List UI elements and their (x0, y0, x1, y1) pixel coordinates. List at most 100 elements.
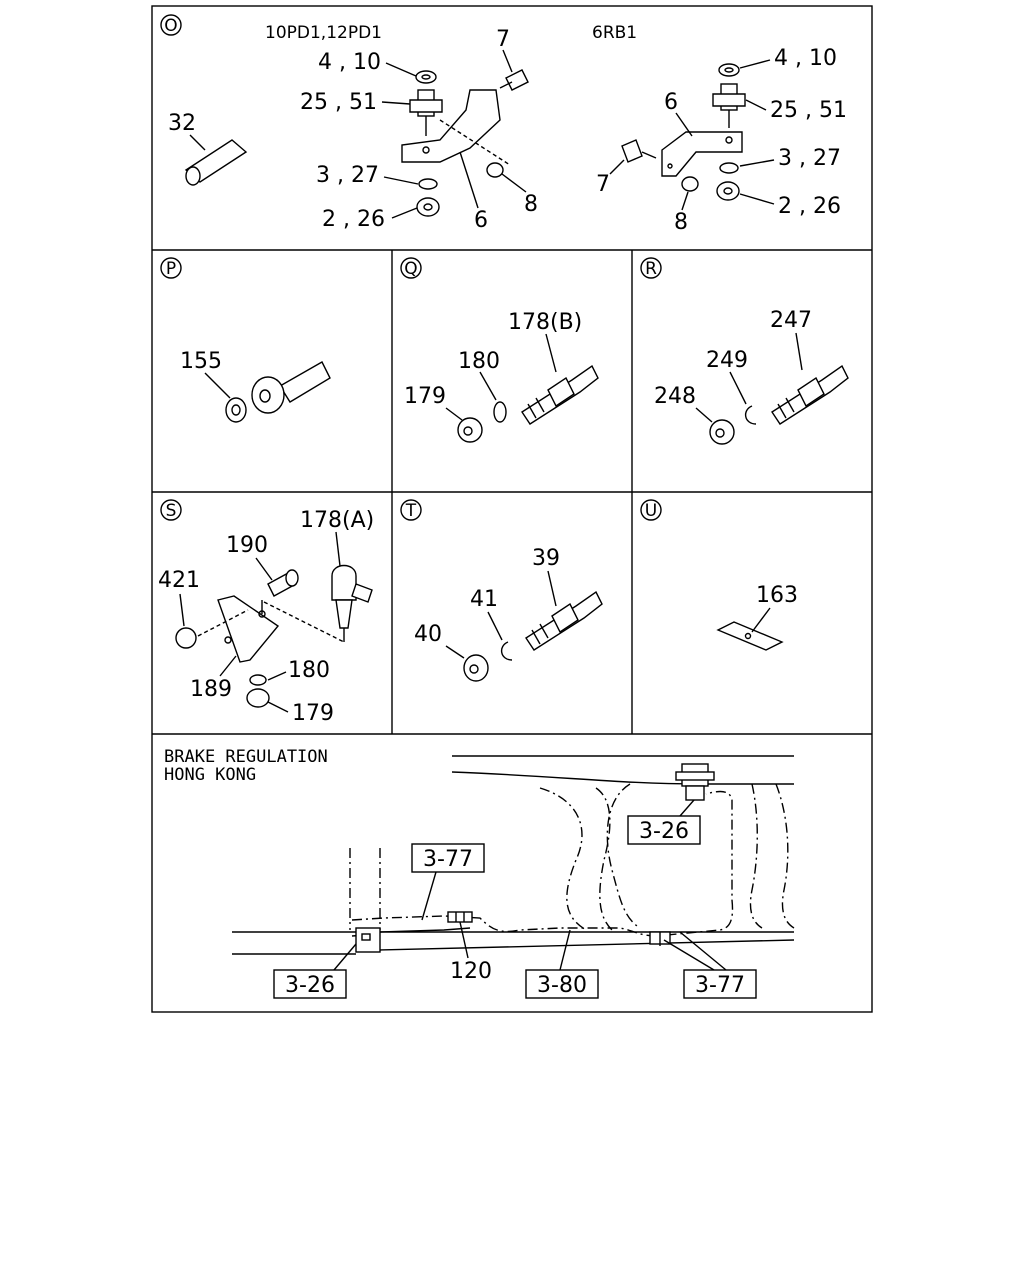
nut-179-s (246, 688, 270, 708)
clip-41 (501, 641, 513, 661)
svg-text:Q: Q (404, 259, 417, 279)
brake-title-line1: BRAKE REGULATION (164, 747, 328, 767)
label-4-10-left: 4 , 10 (318, 50, 381, 75)
label-32: 32 (168, 111, 196, 136)
label-3-27-left: 3 , 27 (316, 163, 379, 188)
svg-text:3-77: 3-77 (695, 973, 745, 998)
bracket-189 (217, 595, 280, 663)
svg-text:U: U (645, 501, 657, 521)
panel-letter-p: P (160, 257, 182, 279)
brake-title-line2: HONG KONG (164, 765, 256, 785)
label-179-s: 179 (292, 701, 334, 726)
tee-joint (649, 931, 671, 946)
label-40: 40 (414, 622, 442, 647)
ref-box-3-80: 3-80 (525, 929, 599, 999)
panel-t: T 39 41 40 (400, 499, 603, 682)
svg-text:3-26: 3-26 (285, 973, 335, 998)
label-25-51-right: 25 , 51 (770, 98, 847, 123)
connector-247 (771, 364, 849, 425)
label-39: 39 (532, 546, 560, 571)
model-label-right: 6RB1 (592, 23, 637, 43)
label-163: 163 (756, 583, 798, 608)
washer-180-s (249, 674, 267, 686)
panel-letter-r: R (640, 257, 662, 279)
fitting-25-51-right (712, 83, 746, 128)
nut-2-26-left (416, 197, 440, 217)
panel-brake-regulation: BRAKE REGULATION HONG KONG (164, 747, 795, 999)
panel-r: R 247 249 248 (640, 257, 849, 445)
svg-text:3-77: 3-77 (423, 847, 473, 872)
label-180: 180 (458, 349, 500, 374)
label-180-s: 180 (288, 658, 330, 683)
label-178a: 178(A) (300, 508, 374, 533)
nut-8-right (681, 176, 699, 192)
panel-letter-q: Q (400, 257, 422, 279)
valve-upper (675, 763, 715, 801)
nut-248 (709, 419, 735, 445)
pipe-32 (184, 139, 248, 186)
svg-text:3-26: 3-26 (639, 819, 689, 844)
ref-box-3-77-lower: 3-77 (663, 931, 757, 999)
washer-4-10-right (718, 63, 740, 77)
panel-s: S 178(A) 190 421 180 189 (158, 499, 374, 726)
bracket-6-left (401, 89, 511, 166)
label-120: 120 (450, 959, 492, 984)
panel-letter-o: O (160, 14, 182, 36)
label-178b: 178(B) (508, 310, 582, 335)
label-7-left: 7 (496, 27, 510, 52)
panel-grid (151, 5, 873, 1013)
bracket-6-right (661, 131, 743, 177)
fitting-190 (267, 569, 299, 597)
svg-text:S: S (166, 501, 177, 521)
label-8-left: 8 (524, 192, 538, 217)
nut-8-left (486, 162, 504, 178)
svg-text:T: T (405, 501, 417, 521)
label-2-26-left: 2 , 26 (322, 207, 385, 232)
nut-40 (463, 654, 489, 682)
plate-163 (716, 621, 784, 651)
panel-q: Q 178(B) 180 179 (400, 257, 599, 443)
label-8-right: 8 (674, 210, 688, 235)
washer-180 (493, 401, 507, 423)
bolt-7-right (621, 139, 657, 163)
panel-o: O 10PD1,12PD1 6RB1 7 4 , 10 (160, 14, 847, 235)
label-6-right: 6 (664, 90, 678, 115)
label-189: 189 (190, 677, 232, 702)
panel-u: U 163 (640, 499, 798, 651)
label-155: 155 (180, 349, 222, 374)
washer-4-10-left (415, 70, 437, 84)
ref-box-3-26-lower: 3-26 (273, 943, 357, 999)
label-4-10-right: 4 , 10 (774, 46, 837, 71)
tee-178a (331, 564, 373, 642)
washer-155 (225, 397, 247, 423)
label-41: 41 (470, 587, 498, 612)
label-421: 421 (158, 568, 200, 593)
label-190: 190 (226, 533, 268, 558)
bolt-7-left (499, 69, 529, 91)
washer-3-27-left (418, 178, 438, 190)
panel-p: P 155 (160, 257, 331, 423)
label-179: 179 (404, 384, 446, 409)
model-label-left: 10PD1,12PD1 (265, 23, 382, 43)
valve-lower-left (355, 927, 381, 953)
panel-letter-t: T (400, 499, 422, 521)
panel-letter-s: S (160, 499, 182, 521)
chassis-frame (232, 755, 795, 955)
joint-120 (447, 911, 473, 923)
panel-letter-u: U (640, 499, 662, 521)
label-3-27-right: 3 , 27 (778, 146, 841, 171)
label-2-26-right: 2 , 26 (778, 194, 841, 219)
nut-421 (175, 627, 197, 649)
svg-text:O: O (164, 16, 177, 36)
washer-3-27-right (719, 162, 739, 174)
fitting-25-51-left (409, 89, 443, 136)
label-6-left: 6 (474, 208, 488, 233)
label-247: 247 (770, 308, 812, 333)
label-249: 249 (706, 348, 748, 373)
svg-text:3-80: 3-80 (537, 973, 587, 998)
nut-2-26-right (716, 181, 740, 201)
ref-box-3-26-upper: 3-26 (627, 799, 701, 845)
svg-text:P: P (166, 259, 176, 279)
ref-box-3-77-upper: 3-77 (411, 843, 485, 921)
